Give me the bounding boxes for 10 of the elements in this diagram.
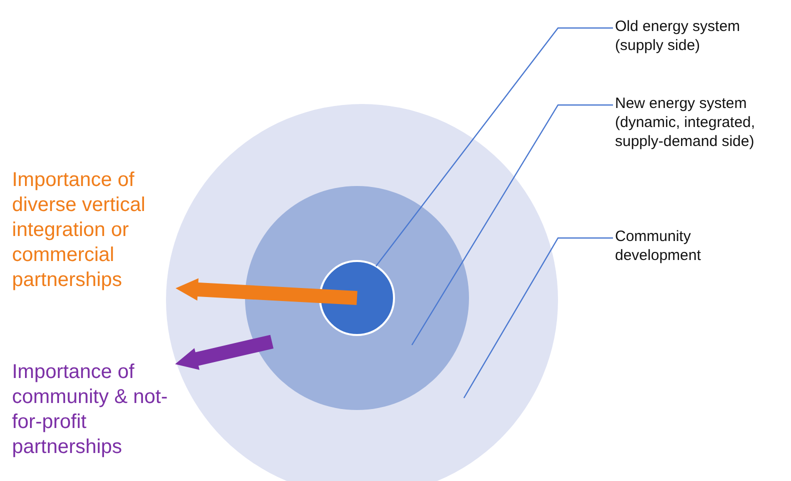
arrow [175, 334, 274, 370]
ring-label: Old energy system (supply side) [615, 18, 765, 56]
leader-line [376, 27, 613, 266]
partnership-label: Importance of community & not-for-profit partnerships [12, 360, 182, 460]
leader-line [463, 237, 613, 398]
ring-label: New energy system (dynamic, integrated, supply-demand side) [615, 95, 765, 152]
arrow [176, 278, 358, 305]
partnership-label: Importance of diverse vertical integration or commercial partnerships [12, 168, 182, 293]
leader-line [411, 104, 613, 346]
ring-label: Community development [615, 228, 745, 266]
